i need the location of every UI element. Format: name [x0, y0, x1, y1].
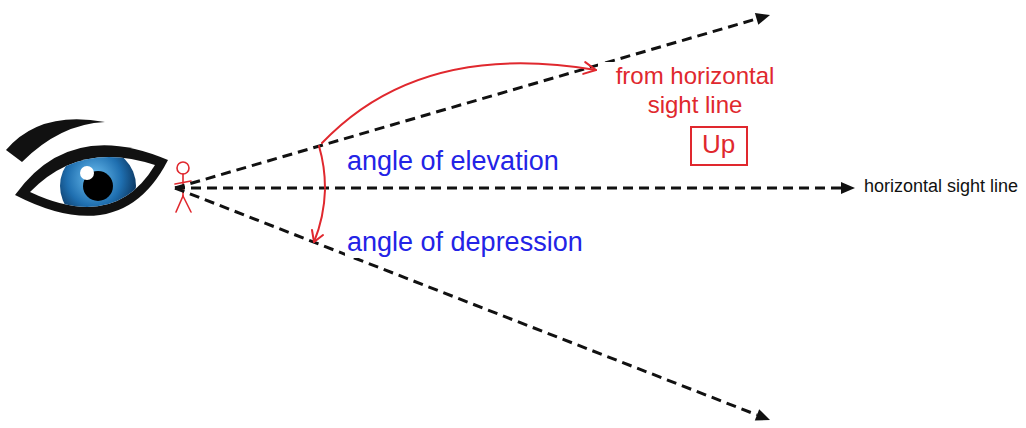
angle-label: angle of elevation: [345, 145, 561, 177]
eye-icon: [6, 119, 168, 224]
handwritten-note: from horizontal sight line: [598, 62, 792, 120]
box-text: Up: [702, 129, 736, 160]
boxed-note: Up: [690, 126, 748, 166]
angle-label: angle of depression: [345, 226, 585, 258]
annotation-marks: [312, 62, 596, 242]
line-label: horizontal sight line: [862, 176, 1020, 198]
sight-lines: [175, 19, 841, 415]
